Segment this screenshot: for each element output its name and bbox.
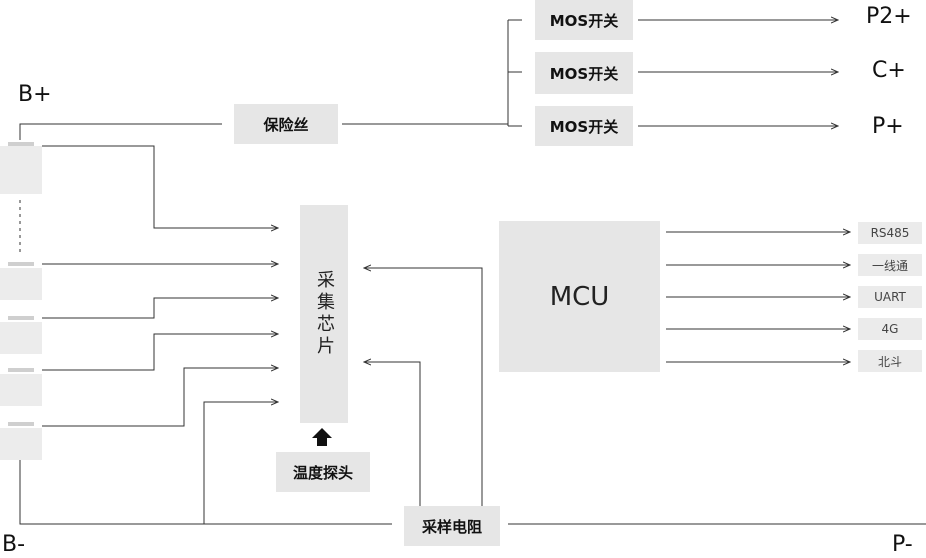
battery-cell-5-cap [8,422,34,426]
cell-tap-1 [42,145,278,228]
battery-cell-3-cap [8,316,34,320]
mos-switch-2: MOS开关 [535,52,633,94]
port-one-wire: 一线通 [858,254,922,276]
terminal-b-minus: B- [2,532,26,557]
terminal-p-plus: P+ [872,114,904,139]
battery-cell-5 [0,428,42,460]
acquisition-chip-block: 采集芯片 [300,205,348,423]
fuse-block: 保险丝 [234,104,338,144]
cell-tap-3 [42,298,278,319]
cell-tap-4 [42,334,278,371]
battery-cell-4-cap [8,368,34,372]
temperature-probe-block: 温度探头 [276,452,370,492]
mcu-block: MCU [499,221,660,372]
port-uart: UART [858,286,922,308]
port-beidou: 北斗 [858,350,922,372]
mos-switch-1: MOS开关 [535,0,633,40]
mos-switch-3: MOS开关 [535,106,633,146]
bplus-wire [19,123,222,140]
terminal-c-plus: C+ [872,58,906,83]
battery-cell-4 [0,374,42,406]
resistor-feedback-1 [364,268,483,506]
port-rs485: RS485 [858,222,922,244]
terminal-b-plus: B+ [18,82,52,107]
sampling-resistor-block: 采样电阻 [404,506,500,546]
port-4g: 4G [858,318,922,340]
battery-cell-1 [0,146,42,194]
battery-cell-2 [0,268,42,300]
battery-cell-2-cap [8,262,34,266]
terminal-p-minus: P- [892,532,913,557]
cell-tap-5 [42,368,278,427]
battery-cell-3 [0,322,42,354]
battery-cell-1-cap [8,142,34,146]
temp-probe-arrow-icon [312,428,332,446]
resistor-feedback-2 [364,362,421,506]
bminus-wire [19,454,392,525]
terminal-p2-plus: P2+ [866,4,912,29]
bminus-tap [203,402,278,524]
